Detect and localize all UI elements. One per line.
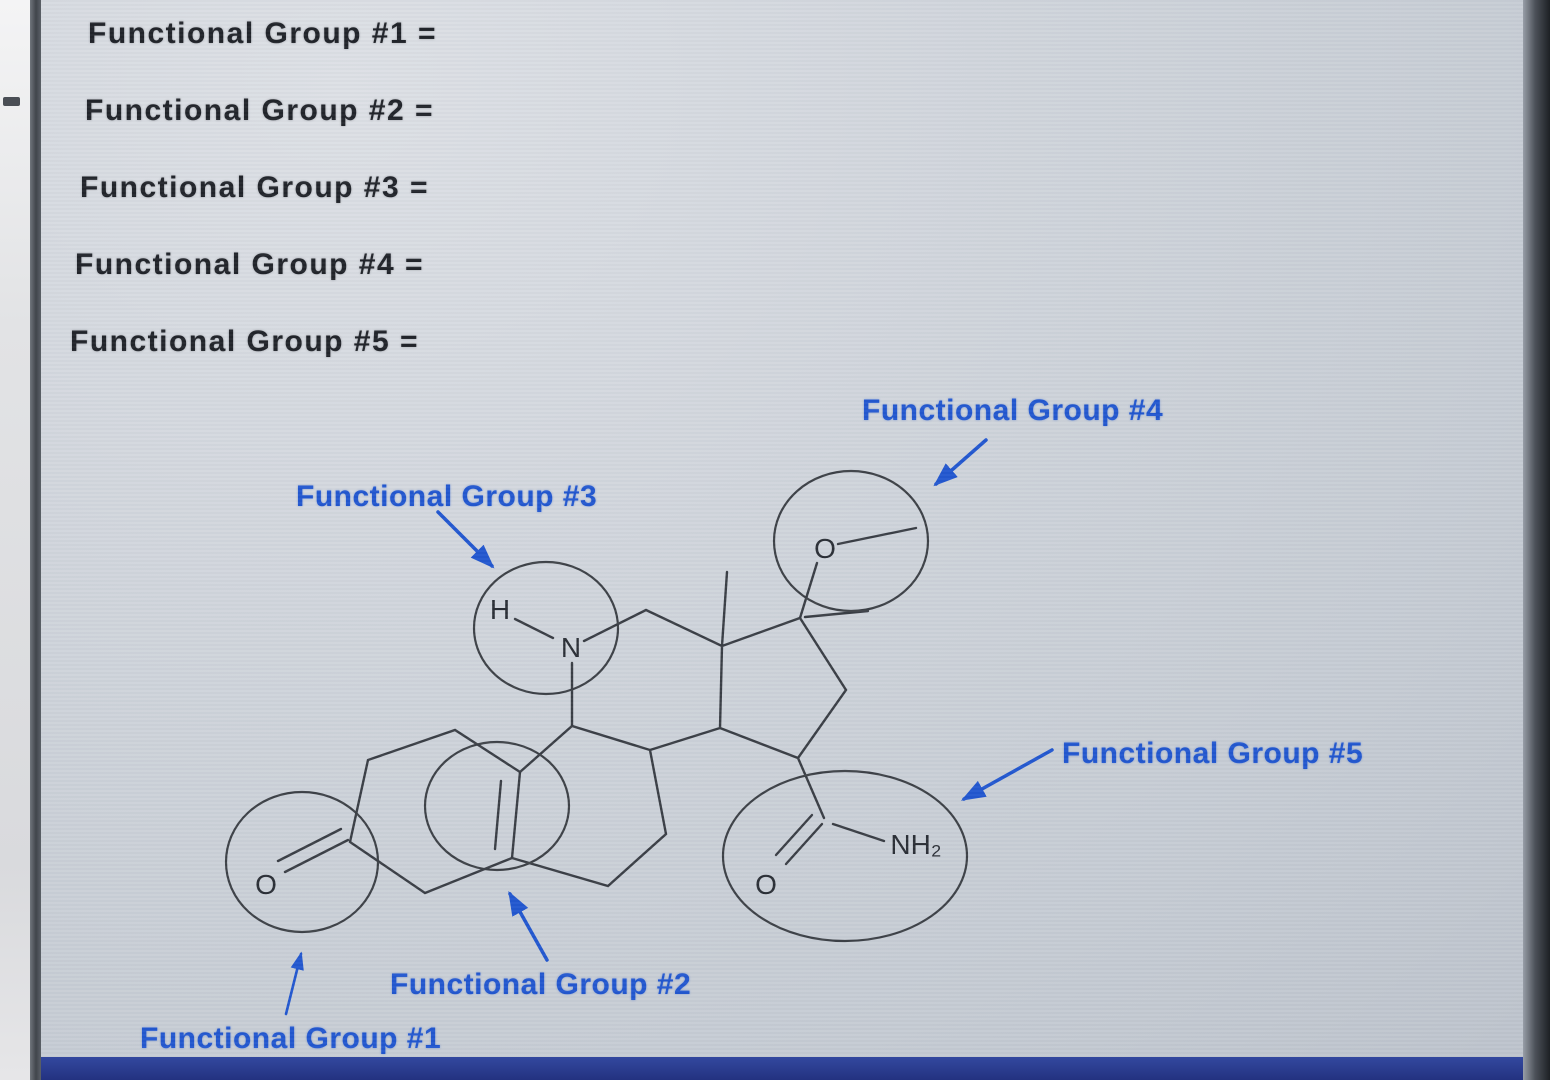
screen-left-bezel: [30, 0, 41, 1080]
question-line: Functional Group #2 =: [85, 94, 435, 127]
ketone-oxygen-label: O: [255, 869, 277, 900]
amide-oxygen-label: O: [755, 869, 777, 900]
fg5-arrow: [960, 748, 1054, 801]
amine-hydrogen-label: H: [490, 594, 510, 625]
question-list: Functional Group #1 = Functional Group #…: [70, 14, 437, 399]
fg4-arrow: [933, 438, 988, 487]
amine-nitrogen-label: N: [561, 632, 581, 663]
question-line: Functional Group #1 =: [88, 17, 438, 50]
photo-left-margin: [0, 0, 30, 1080]
bottom-navy-bar: [41, 1057, 1523, 1080]
callout-arrows: [284, 438, 1054, 1016]
callout-fg4-label: Functional Group #4: [862, 394, 1164, 427]
callout-fg2-label: Functional Group #2: [390, 968, 692, 1001]
fg4-circle: [772, 469, 930, 613]
fg1-arrow: [284, 951, 304, 1016]
question-line: Functional Group #3 =: [80, 171, 430, 204]
fg3-circle: [472, 560, 620, 696]
callout-fg3-label: Functional Group #3: [296, 480, 598, 513]
question-line: Functional Group #5 =: [70, 325, 420, 358]
question-line: Functional Group #4 =: [75, 248, 425, 281]
left-edge-mark: [3, 97, 20, 106]
screen-right-bezel: [1523, 0, 1550, 1080]
fg3-arrow: [436, 510, 495, 569]
fg2-circle: [423, 740, 571, 872]
fg5-ellipse: [721, 769, 969, 943]
fg1-circle: [224, 790, 380, 934]
ether-oxygen-label: O: [814, 533, 836, 564]
bond-lines: [276, 526, 918, 895]
annotation-circles: [224, 469, 969, 943]
amide-nh2-label: NH₂: [890, 829, 941, 860]
atom-labels: O H N O O NH₂: [255, 533, 942, 900]
callout-fg5-label: Functional Group #5: [1062, 737, 1364, 770]
callout-fg1-label: Functional Group #1: [140, 1022, 442, 1055]
fg2-arrow: [508, 890, 549, 962]
